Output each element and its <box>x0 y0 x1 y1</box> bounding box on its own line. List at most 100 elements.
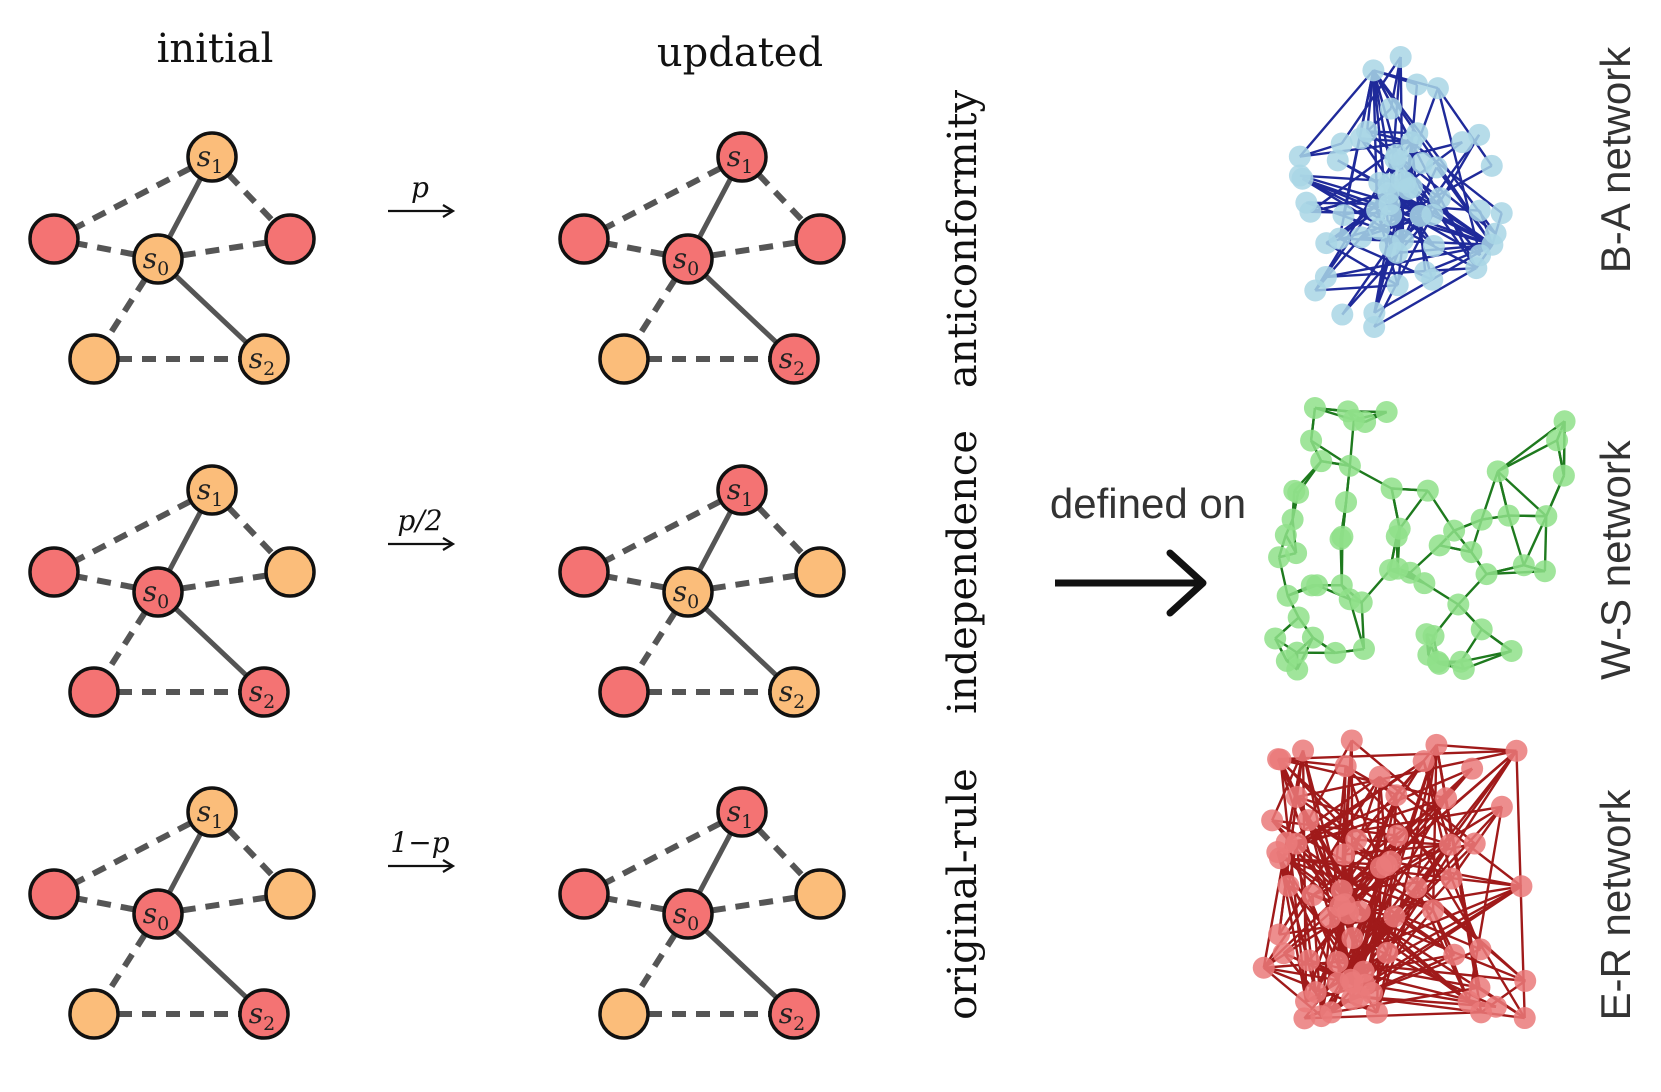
network-graph-2 <box>1264 396 1576 681</box>
network-node <box>1368 171 1391 194</box>
dashed-edge <box>52 809 214 897</box>
node-right <box>264 546 316 598</box>
network-node <box>1386 274 1409 297</box>
dashed-edge <box>53 569 159 595</box>
node-label-s1: s1 <box>197 795 223 833</box>
dashed-edge <box>739 487 823 575</box>
network-edge <box>1373 267 1477 329</box>
dashed-edge <box>52 154 214 242</box>
network-node <box>1470 618 1493 641</box>
node-label-s1: s1 <box>727 140 753 178</box>
network-node <box>1285 542 1308 565</box>
network-edge <box>1436 87 1482 256</box>
network-node <box>1330 132 1353 155</box>
network-node <box>1320 1001 1343 1024</box>
network-node <box>1385 143 1408 166</box>
node-right <box>264 868 316 920</box>
node-left <box>28 213 80 265</box>
network-node <box>1362 59 1385 82</box>
network-node <box>1341 988 1364 1011</box>
network-node <box>1287 606 1310 629</box>
network-node <box>1266 840 1289 863</box>
network-node <box>1379 559 1402 582</box>
network-graph-1 <box>1288 45 1513 339</box>
transition-arrow <box>388 859 456 873</box>
node-bottom <box>68 988 120 1040</box>
network-node <box>1274 524 1297 547</box>
network-node <box>1546 429 1569 452</box>
network-node <box>1484 222 1507 245</box>
network-node <box>1422 899 1445 922</box>
node-label-s0: s0 <box>673 897 699 935</box>
dashed-edge <box>209 487 293 575</box>
network-node <box>1552 464 1575 487</box>
network-node <box>1386 241 1409 264</box>
network-node <box>1440 867 1463 890</box>
network-node <box>1293 1007 1316 1030</box>
network-node <box>1443 519 1466 542</box>
network-node <box>1349 127 1372 150</box>
node-s1 <box>716 464 768 516</box>
network-node <box>1295 191 1318 214</box>
network-node <box>1331 303 1354 326</box>
network-node <box>1463 832 1486 855</box>
network-node <box>1429 187 1452 210</box>
node-label-s2: s2 <box>779 675 805 713</box>
network-edge <box>1351 739 1476 845</box>
node-right <box>794 546 846 598</box>
network-node <box>1333 843 1356 866</box>
network-node <box>1366 199 1389 222</box>
network-edge <box>1298 69 1375 158</box>
network-edge <box>1277 757 1447 800</box>
network-node <box>1500 640 1523 663</box>
dashed-edge <box>52 487 214 575</box>
network-node <box>1412 750 1435 773</box>
network-edge <box>1375 744 1438 1014</box>
node-label-s2: s2 <box>249 675 275 713</box>
network-node <box>1426 77 1449 100</box>
network-node <box>1490 795 1513 818</box>
node-s0 <box>132 233 184 285</box>
network-node <box>1326 149 1349 172</box>
node-s0 <box>132 566 184 618</box>
network-node <box>1452 657 1475 680</box>
node-label-s2: s2 <box>249 342 275 380</box>
header-updated: updated <box>657 30 823 76</box>
network-node <box>1505 739 1528 762</box>
network-node <box>1375 400 1398 423</box>
defined-on-arrow <box>1055 549 1207 617</box>
network-edge <box>1496 470 1548 518</box>
network-node <box>1303 396 1326 419</box>
network-edge <box>1431 744 1438 911</box>
network-node <box>1288 145 1311 168</box>
dashed-edge <box>53 236 159 262</box>
network-node <box>1447 593 1470 616</box>
network-edge <box>1341 245 1391 316</box>
network-edge <box>1279 758 1382 869</box>
probability-label: 1−p <box>390 826 449 859</box>
node-s0 <box>662 888 714 940</box>
network-node <box>1365 1001 1388 1024</box>
transition-arrow <box>388 537 456 551</box>
node-right <box>794 868 846 920</box>
node-label-s2: s2 <box>249 997 275 1035</box>
network-node <box>1428 534 1451 557</box>
network-node <box>1297 809 1320 832</box>
network-edge <box>1436 743 1517 753</box>
node-bottom <box>68 333 120 385</box>
network-node <box>1470 1001 1493 1024</box>
network-node <box>1315 232 1338 255</box>
network-node <box>1425 733 1448 756</box>
node-right <box>264 213 316 265</box>
network-edge <box>1320 839 1358 1017</box>
network-node <box>1277 874 1300 897</box>
node-label-s0: s0 <box>143 242 169 280</box>
network-node <box>1416 479 1439 502</box>
